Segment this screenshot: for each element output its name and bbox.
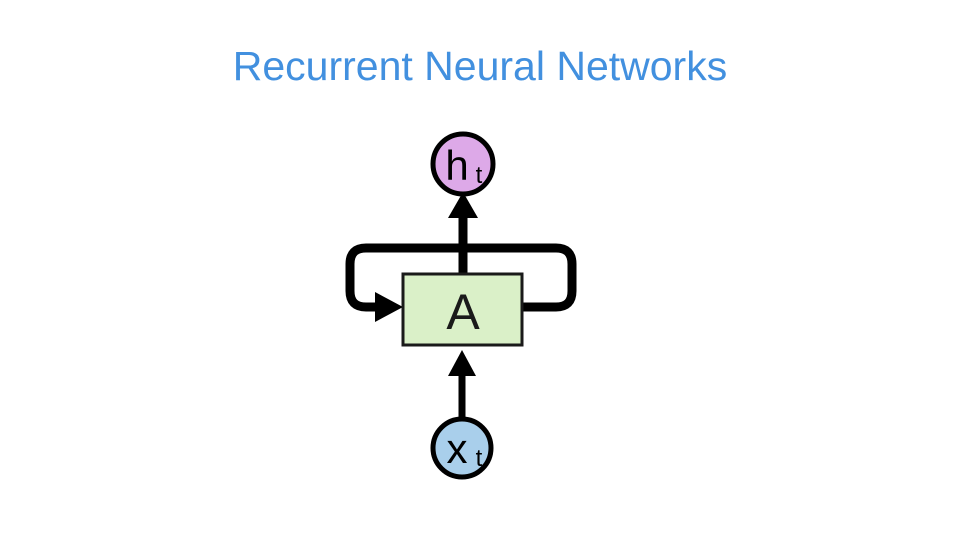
input-node-xt[interactable]: x t: [430, 416, 494, 480]
cell-node-a[interactable]: A: [401, 272, 524, 347]
output-node-label: h: [445, 142, 468, 189]
output-node-ht[interactable]: h t: [430, 131, 496, 197]
input-node-subscript: t: [476, 445, 483, 472]
input-node-circle: [430, 416, 494, 480]
output-node-circle: [430, 131, 496, 197]
input-node-label: x: [447, 425, 468, 472]
page-title: Recurrent Neural Networks: [232, 43, 728, 89]
cell-to-output-arrowhead: [448, 192, 478, 218]
output-node-subscript: t: [476, 162, 483, 189]
input-to-cell-arrowhead: [448, 350, 476, 376]
cell-node-rect: [401, 272, 524, 347]
recurrent-loop-arrowhead: [375, 292, 403, 322]
cell-to-output-edge: [448, 192, 478, 278]
cell-node-label: A: [446, 284, 480, 340]
input-to-cell-edge: [448, 350, 476, 420]
